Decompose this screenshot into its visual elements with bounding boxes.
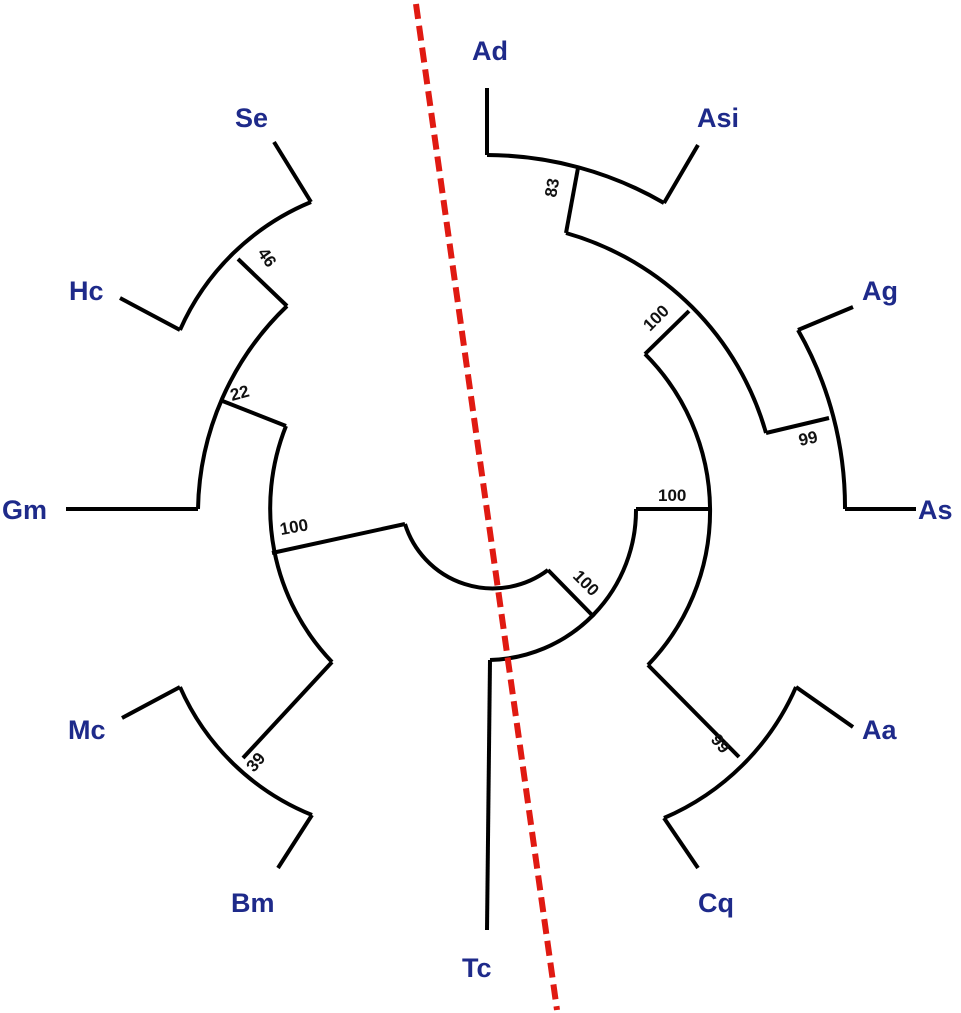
branch-left-clade-node	[271, 522, 406, 555]
branch-aa-cq-node	[646, 663, 741, 759]
branch-right-clade-node	[546, 568, 596, 619]
branch-se-hc-node	[236, 257, 289, 308]
taxon-label-ad: Ad	[472, 36, 508, 66]
taxon-label-cq: Cq	[698, 888, 734, 918]
branch-cq	[662, 816, 700, 870]
arc-ad-asi-ag-as	[565, 231, 768, 434]
bootstrap-ag-as: 99	[797, 427, 819, 450]
branch-se	[272, 140, 313, 204]
root-arc	[403, 523, 550, 591]
arc-aa-cq	[663, 686, 798, 820]
branch-ag-as-node	[765, 416, 830, 435]
bootstrap-values: 46 22 100 39 83 100 99 100 99 100	[228, 177, 819, 776]
divider-line	[413, 3, 560, 1011]
branch-hc	[119, 296, 181, 332]
taxon-label-se: Se	[235, 103, 268, 133]
bootstrap-left-clade: 100	[278, 515, 309, 539]
branch-mc-bm-node	[241, 660, 334, 760]
branch-bm	[276, 813, 314, 870]
bootstrap-se-hc: 46	[254, 244, 280, 270]
taxon-label-gm: Gm	[2, 495, 47, 525]
taxon-labels: Se Hc Gm Mc Bm Tc Cq Aa As Ag Asi Ad	[2, 36, 953, 983]
branch-ag	[797, 305, 854, 332]
branch-ad-asi-ag-as-node	[643, 309, 691, 356]
branch-mc	[121, 685, 181, 720]
branch-se-hc-gm-node	[219, 398, 287, 428]
arc-ad-asi	[486, 153, 666, 205]
taxon-label-aa: Aa	[862, 715, 897, 745]
right-clade-branches	[485, 88, 916, 931]
branch-aa	[794, 685, 855, 729]
arc-left-clade	[268, 425, 334, 664]
taxon-label-bm: Bm	[231, 888, 275, 918]
bootstrap-se-hc-gm: 22	[228, 382, 251, 405]
taxon-label-asi: Asi	[697, 103, 739, 133]
arc-se-hc-gm	[196, 304, 289, 510]
branch-asi	[662, 143, 700, 205]
taxon-label-ag: Ag	[862, 276, 898, 306]
bootstrap-aa-cq: 99	[707, 730, 734, 757]
arc-se-hc	[178, 200, 312, 331]
taxon-label-hc: Hc	[69, 276, 104, 306]
taxon-label-as: As	[918, 495, 953, 525]
taxon-label-mc: Mc	[68, 715, 106, 745]
bootstrap-right-upper-lower: 100	[658, 486, 686, 505]
branch-ad-asi-node	[564, 167, 580, 234]
arc-ag-as	[796, 329, 848, 510]
taxon-label-tc: Tc	[462, 953, 492, 983]
branch-tc	[485, 659, 492, 931]
bootstrap-ad-asi: 83	[541, 177, 563, 199]
arc-right-upper-lower	[643, 352, 713, 667]
arc-mc-bm	[178, 686, 313, 817]
left-clade-branches	[66, 140, 406, 870]
